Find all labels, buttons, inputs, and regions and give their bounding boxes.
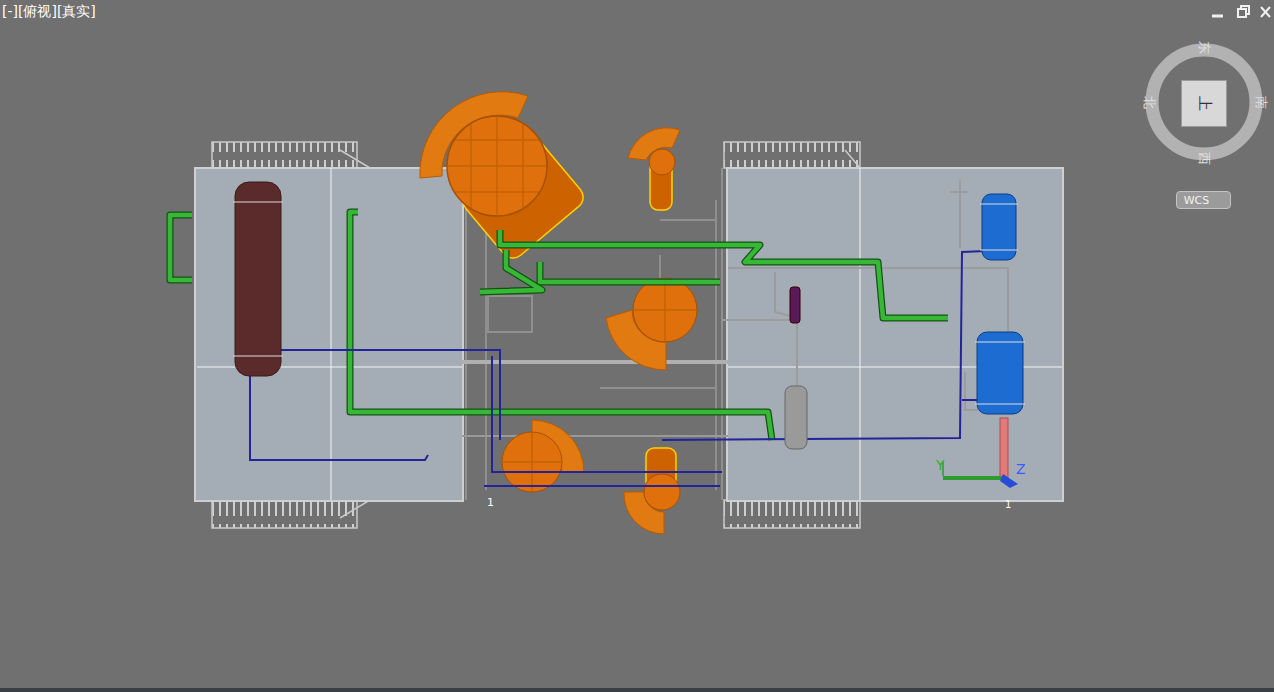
compass-label: 北 — [1143, 96, 1156, 109]
ucs-icon — [943, 462, 1018, 488]
callout-number: 1 — [1005, 500, 1011, 510]
compass-label: 东 — [1198, 41, 1211, 54]
green-pipe — [170, 212, 948, 440]
viewport-caption: [-][俯视][真实] — [2, 4, 96, 18]
orange-pump — [502, 128, 697, 534]
node-text: 上 — [1197, 96, 1212, 111]
orange-vessel — [420, 92, 588, 263]
axis-label: Y — [936, 458, 945, 472]
ucs-menu-button: WCS — [1176, 191, 1231, 209]
window-controls — [1212, 6, 1270, 17]
node-text: WCS — [1184, 195, 1210, 206]
vessel — [233, 182, 1025, 478]
gray-pipe — [722, 180, 1008, 410]
callout-number: 1 — [487, 497, 494, 508]
viewport-edge — [0, 688, 1274, 692]
platform — [195, 168, 1063, 501]
axis-label: Z — [1016, 462, 1026, 476]
view-cube — [1152, 50, 1256, 205]
view-cube-face: 上 — [1181, 80, 1227, 127]
compass-label: 西 — [1198, 152, 1211, 165]
compass-label: 南 — [1255, 96, 1268, 109]
blue-pipe — [250, 250, 1010, 486]
